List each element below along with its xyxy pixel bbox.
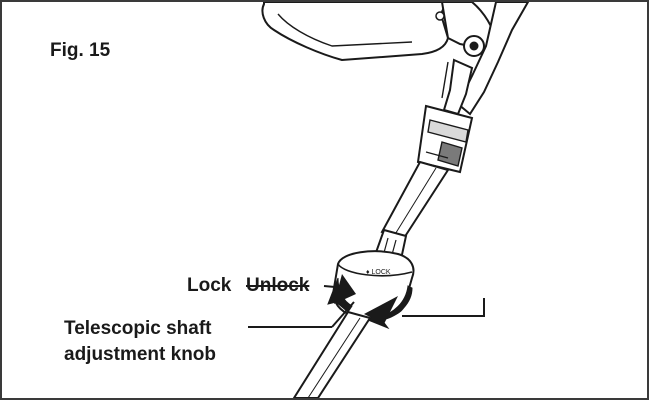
upper-shaft <box>380 160 450 240</box>
upper-clamp-collar <box>416 104 474 174</box>
lower-shaft-highlight <box>307 317 361 398</box>
handle-right-tube <box>456 2 530 116</box>
collar-seam <box>425 151 449 159</box>
lock-unlock-leader <box>323 285 347 289</box>
handle-assembly <box>261 2 530 116</box>
curved-arrow-right-head <box>364 296 398 324</box>
knob-ring-top <box>337 263 413 277</box>
collar-band <box>427 119 469 143</box>
small-screw <box>435 11 445 21</box>
handle-grip-inner <box>277 13 413 47</box>
telescopic-knob: ♦ LOCK <box>327 228 415 330</box>
knob-leader-diag <box>331 301 355 328</box>
curved-arrow-left-head <box>334 274 356 304</box>
knob-marking: ♦ LOCK <box>366 269 391 276</box>
lock-label: Lock <box>187 275 232 296</box>
lower-shaft <box>292 310 372 398</box>
pivot-bolt-center <box>469 41 479 51</box>
handle-grip <box>261 2 455 62</box>
knob-label-line1: Telescopic shaft <box>64 318 212 339</box>
upper-shaft-highlight <box>393 167 437 237</box>
unlock-arrow-leader <box>402 298 485 317</box>
knob-label-line2: adjustment knob <box>64 344 217 365</box>
bracket-edge <box>441 61 449 99</box>
figure-label: Fig. 15 <box>50 40 111 61</box>
collar-latch <box>437 141 463 167</box>
unlock-label: Unlock <box>246 275 310 296</box>
